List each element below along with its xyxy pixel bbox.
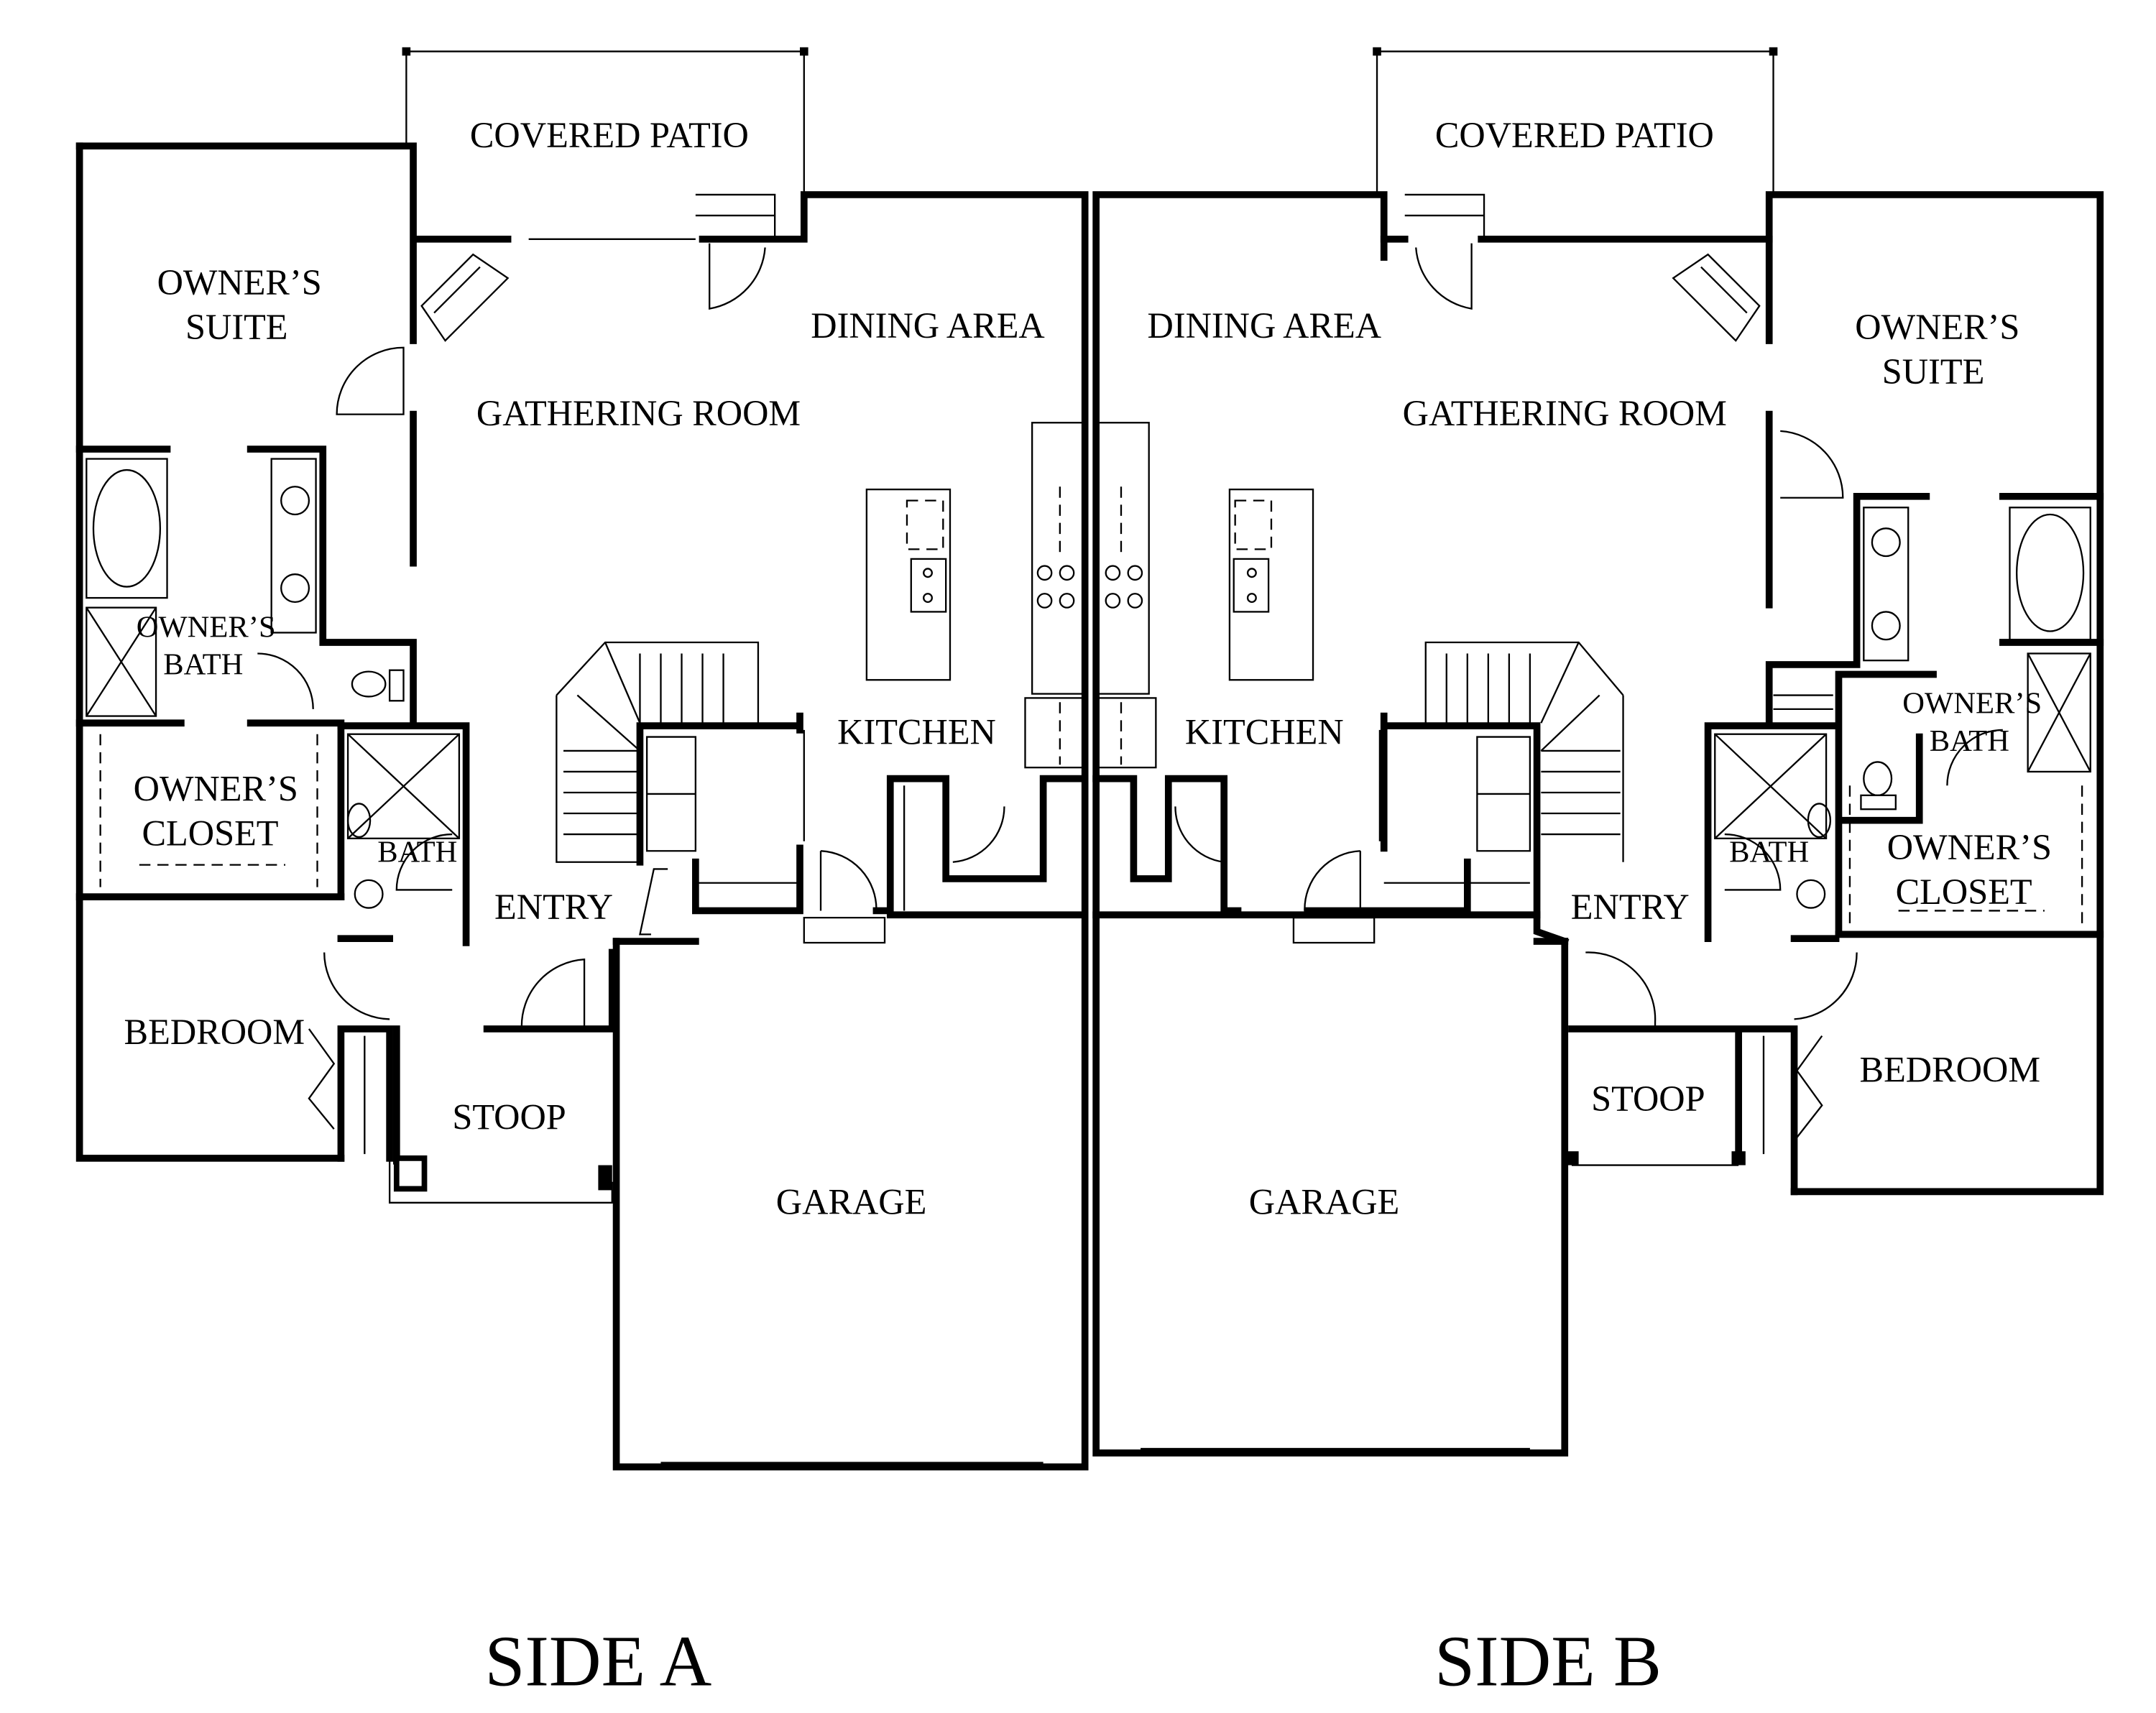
side-b-owners-bath-label-2: BATH: [1930, 724, 2009, 758]
side-b-title: SIDE B: [1434, 1620, 1662, 1701]
side-b-owners-bath-label: OWNER’S: [1902, 687, 2042, 721]
side-b-kitchen-label: KITCHEN: [1185, 711, 1344, 752]
side-b-dining-area-label: DINING AREA: [1148, 305, 1382, 346]
side-b-owners-closet-label: OWNER’S: [1887, 827, 2052, 867]
side-b-bedroom-label: BEDROOM: [1860, 1049, 2041, 1089]
side-a-covered-patio-label: COVERED PATIO: [470, 115, 749, 155]
side-a-title: SIDE A: [484, 1620, 711, 1701]
side-a-bath-label: BATH: [377, 836, 457, 869]
side-a-dining-area-label: DINING AREA: [811, 305, 1045, 346]
side-b-plan: [1092, 47, 2104, 1456]
side-a-owners-bath-label: OWNER’S: [137, 610, 276, 644]
side-a-owners-bath-label-2: BATH: [163, 648, 243, 682]
side-a-gathering-room-label: GATHERING ROOM: [476, 393, 801, 433]
side-a-garage-label: GARAGE: [776, 1181, 927, 1222]
side-a-entry-label: ENTRY: [494, 887, 613, 927]
side-b-covered-patio-label: COVERED PATIO: [1435, 115, 1714, 155]
side-a-bedroom-label: BEDROOM: [124, 1012, 305, 1052]
side-a-stoop-label: STOOP: [452, 1096, 566, 1137]
side-a-owners-closet-label-2: CLOSET: [142, 813, 279, 854]
side-a-owners-suite-label-2: SUITE: [185, 307, 288, 347]
side-b-owners-suite-label-2: SUITE: [1882, 351, 1985, 392]
side-b-gathering-room-label: GATHERING ROOM: [1403, 393, 1727, 433]
side-b-garage-label: GARAGE: [1249, 1181, 1400, 1222]
side-a-owners-closet-label: OWNER’S: [134, 769, 298, 809]
side-b-bath-label: BATH: [1729, 836, 1809, 869]
side-b-owners-closet-label-2: CLOSET: [1896, 872, 2032, 912]
side-b-owners-suite-label: OWNER’S: [1855, 307, 2019, 347]
side-a-kitchen-label: KITCHEN: [837, 711, 996, 752]
side-a-plan: [75, 47, 1089, 1471]
side-b-entry-label: ENTRY: [1571, 887, 1690, 927]
side-a-owners-suite-label: OWNER’S: [157, 262, 322, 303]
side-b-stoop-label: STOOP: [1591, 1079, 1705, 1119]
